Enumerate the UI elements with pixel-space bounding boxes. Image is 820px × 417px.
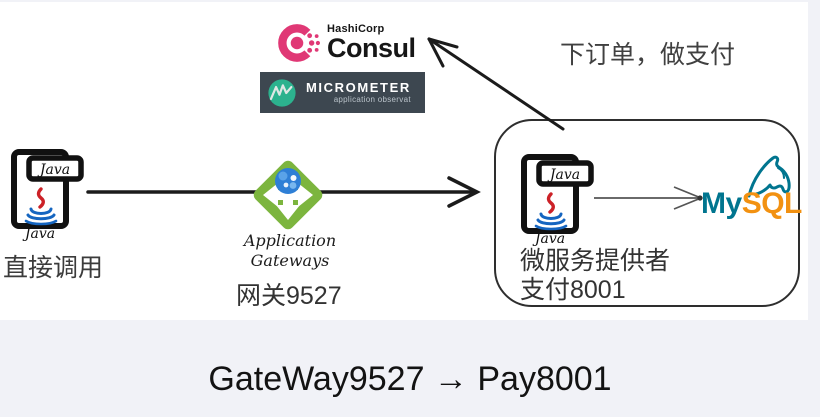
java-tab-label: Java [37, 162, 70, 178]
gateway-caption-line1: Application [243, 231, 337, 250]
micrometer-name-text: MICROMETER [306, 80, 411, 96]
footer-title: GateWay9527 → Pay8001 [208, 360, 612, 398]
consul-brand-text: HashiCorp [327, 23, 385, 36]
mysql-dolphin-icon [747, 155, 791, 198]
provider-name: 微服务提供者 [520, 247, 671, 275]
java-file-icon-caller: Java Java [11, 149, 84, 241]
java-caption: Java [532, 231, 565, 246]
mysql-my-text: My [701, 187, 742, 220]
diagram-canvas: HashiCorp Consul MICROMETER application … [0, 2, 808, 320]
micrometer-tagline-text: application observat [333, 94, 411, 104]
gateway-caption-line2: Gateways [250, 251, 330, 270]
java-caption: Java [22, 226, 55, 241]
micrometer-logo: MICROMETER application observat [260, 72, 425, 113]
application-gateway-icon [253, 160, 323, 230]
consul-logo: HashiCorp Consul [274, 20, 416, 66]
consul-product-text: Consul [327, 33, 416, 64]
consul-wordmark: HashiCorp Consul [327, 23, 416, 63]
mysql-logo: MySQL [701, 187, 802, 221]
footer: GateWay9527 → Pay8001 [0, 320, 820, 417]
java-file-icon-provider: Java Java [521, 154, 594, 246]
gateway-port-label: 网关9527 [236, 282, 342, 310]
consul-mark-icon [278, 24, 320, 62]
micrometer-icon [268, 78, 296, 107]
caller-label: 直接调用 [3, 254, 104, 282]
java-tab-label: Java [547, 167, 580, 183]
order-annotation: 下订单，做支付 [560, 41, 736, 69]
micrometer-wordmark: MICROMETER application observat [306, 80, 411, 104]
gateway-caption: Application Gateways [238, 231, 342, 271]
consul-register-arrow [427, 37, 565, 131]
provider-port: 支付8001 [520, 276, 626, 304]
provider-label: 微服务提供者 支付8001 [520, 247, 670, 305]
mysql-sql-text: SQL [741, 187, 803, 220]
